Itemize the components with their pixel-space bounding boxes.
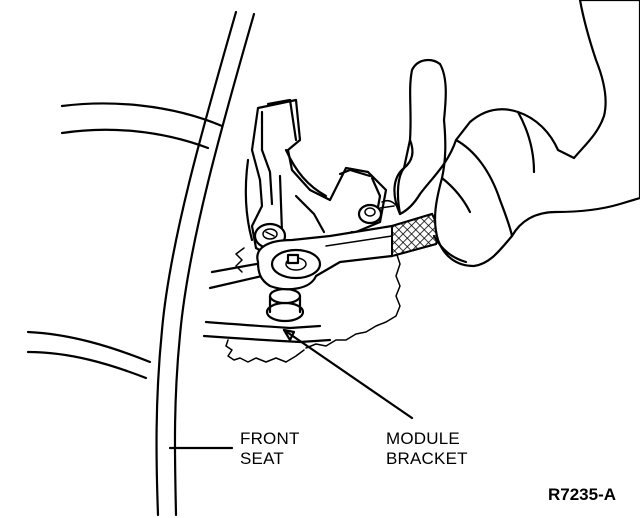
bracket-bolt-right: [357, 203, 383, 225]
carpet-edge: [225, 247, 401, 363]
leader-lines: [168, 328, 414, 450]
seat-contour-lines: [26, 102, 224, 380]
lower-bolt: [265, 287, 305, 323]
module-bracket: [244, 98, 388, 262]
label-front-seat-line1: FRONT: [240, 429, 300, 448]
label-front-seat-line2: SEAT: [240, 449, 284, 468]
front-seat-outline: [155, 10, 256, 517]
label-module-bracket-line1: MODULE: [386, 429, 460, 448]
technician-hand: [379, 0, 640, 268]
label-module-bracket: MODULE BRACKET: [386, 429, 468, 468]
label-module-bracket-line2: BRACKET: [386, 449, 468, 468]
ratchet-wrench: [256, 212, 442, 291]
figure-code: R7235-A: [548, 485, 616, 504]
label-front-seat: FRONT SEAT: [240, 429, 300, 468]
